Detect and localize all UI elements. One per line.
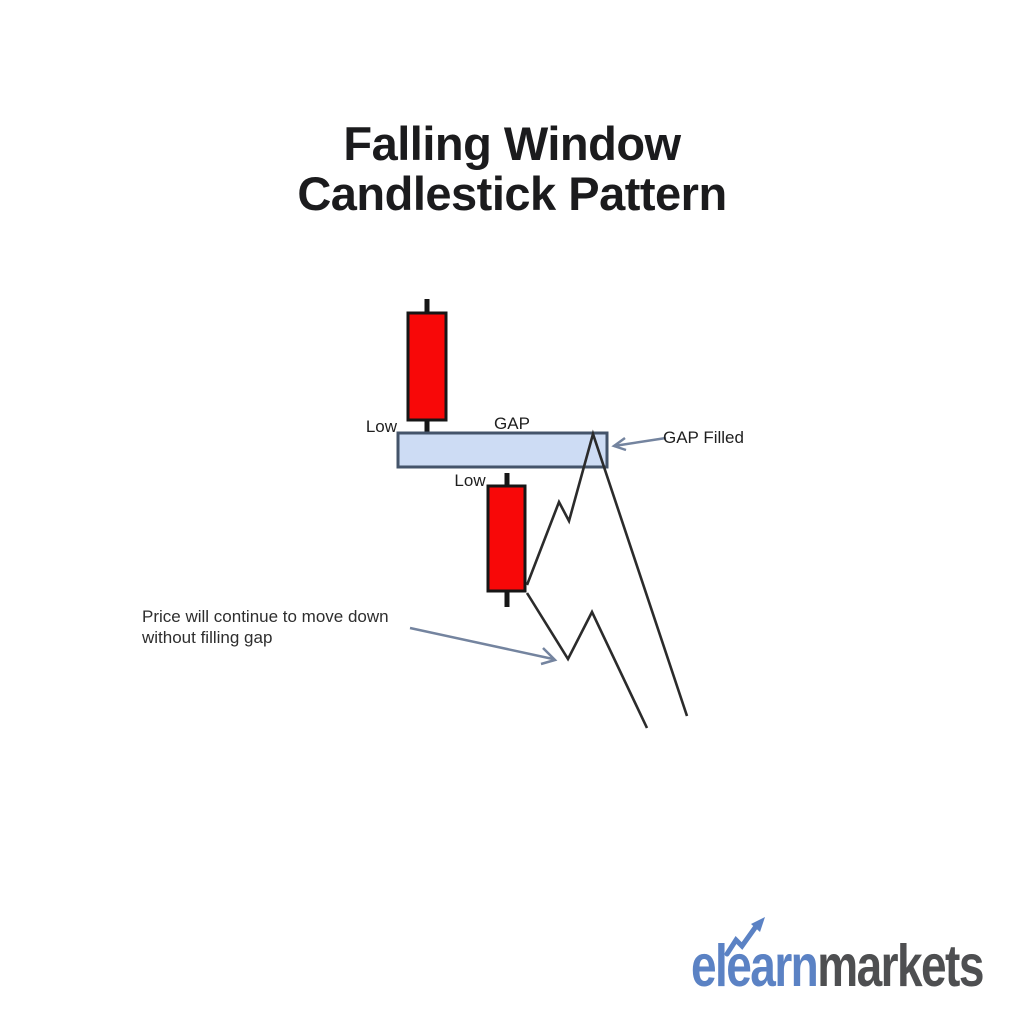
label-gap: GAP	[494, 414, 530, 433]
logo-elearn-text: elearn	[691, 933, 819, 999]
gap-zone-rect	[396, 431, 609, 469]
page-title: Falling Window Candlestick Pattern	[0, 119, 1024, 219]
annotation-line-1: Price will continue to move down	[142, 607, 389, 626]
logo-arrow-line	[724, 922, 760, 957]
label-low-second: Low	[454, 471, 486, 490]
first-candle	[406, 299, 448, 434]
logo-markets-text: markets	[817, 933, 984, 999]
annotation-line-2: without filling gap	[142, 628, 273, 647]
gap-filled-arrow-icon	[611, 436, 667, 452]
annotation-arrow-head	[540, 647, 558, 666]
price-zigzag-gap-filled	[525, 429, 689, 717]
annotation-arrow-icon	[409, 626, 558, 666]
title-line-1: Falling Window	[343, 117, 681, 170]
gap-filled-arrow-head	[611, 436, 627, 452]
elearnmarkets-logo: elearnmarkets	[691, 937, 984, 996]
label-gap-filled: GAP Filled	[663, 428, 744, 447]
title-line-2: Candlestick Pattern	[297, 167, 727, 220]
label-low-first: Low	[366, 417, 398, 436]
logo-uptrend-arrow-icon	[724, 917, 765, 957]
gap-filled-arrow-line	[613, 436, 667, 448]
price-zigzag-move-down	[525, 592, 649, 729]
annotation-arrow-line	[409, 626, 554, 661]
first-candle-body	[406, 311, 448, 422]
logo-arrow-head	[751, 917, 765, 932]
second-candle	[486, 473, 527, 607]
annotation-text: Price will continue to move down without…	[142, 606, 389, 648]
second-candle-body	[486, 484, 527, 593]
